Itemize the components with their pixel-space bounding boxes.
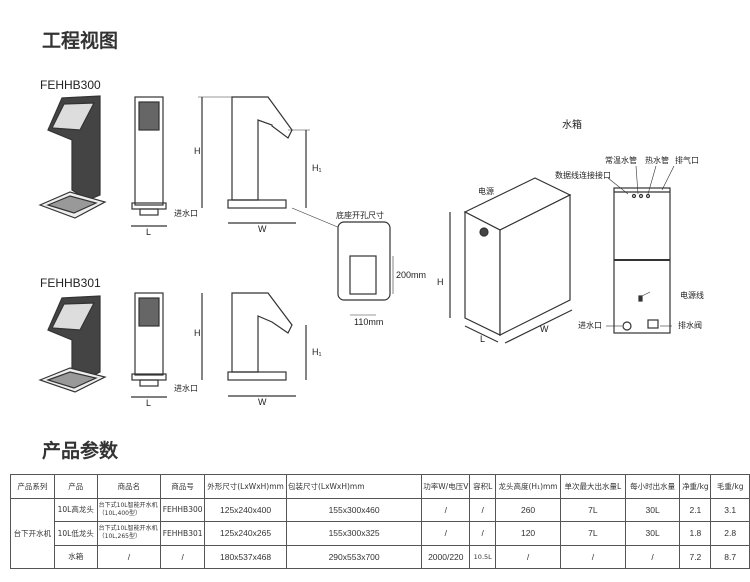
- dim-w-1: W: [258, 224, 267, 234]
- header-cell: 商品名: [96, 474, 162, 499]
- power-cord-label: 电源线: [680, 291, 704, 300]
- table-cell: 180x537x468: [204, 544, 287, 569]
- table-cell: 10.5L: [469, 544, 497, 569]
- table-cell: 7L: [560, 497, 626, 522]
- table-cell: 2000/220: [421, 544, 471, 569]
- table-cell: 1.8: [679, 521, 712, 546]
- tank-dim-h: H: [437, 277, 444, 287]
- header-cell: 龙头高度(H₁)mm: [495, 474, 561, 499]
- table-cell: 155x300x460: [285, 497, 423, 522]
- table-cell: 290x553x700: [285, 544, 423, 569]
- table-cell: 7L: [560, 521, 626, 546]
- table-cell: 125x240x400: [204, 497, 287, 522]
- faucet-3d-low: [38, 295, 107, 393]
- dim-h-2: H: [194, 328, 201, 338]
- header-cell: 产品系列: [10, 474, 55, 499]
- dim-h1-2: H₁: [312, 347, 322, 357]
- header-cell: 外形尺寸(LxWxH)mm: [204, 474, 287, 499]
- table-cell: FEHHB300: [160, 497, 206, 522]
- table-cell: /: [421, 497, 471, 522]
- faucet-3d-high: [38, 95, 107, 219]
- cutout-title: 底座开孔尺寸: [336, 211, 384, 220]
- drain-valve-label: 排水阀: [678, 321, 702, 330]
- header-cell: 毛重/kg: [710, 474, 750, 499]
- engineering-drawing: [38, 95, 675, 398]
- header-cell: 净重/kg: [679, 474, 712, 499]
- table-cell: FEHHB301: [160, 521, 206, 546]
- table-cell: 155x300x325: [285, 521, 423, 546]
- tank-inlet-label: 进水口: [578, 321, 602, 330]
- tank-dim-l: L: [480, 334, 486, 344]
- header-cell: 产品: [53, 474, 98, 499]
- cutout-drawing: [337, 221, 394, 316]
- header-cell: 每小时出水量: [624, 474, 681, 499]
- dim-h1-1: H₁: [312, 163, 322, 173]
- table-cell: 2.1: [679, 497, 712, 522]
- dim-l-2: L: [146, 398, 152, 408]
- table-cell: /: [160, 544, 206, 569]
- faucet-front-low: [131, 292, 167, 398]
- inlet-label-1: 进水口: [174, 209, 198, 218]
- table-cell: 3.1: [710, 497, 750, 522]
- table-cell: /: [560, 544, 626, 569]
- table-cell: /: [495, 544, 561, 569]
- vent-label: 排气口: [675, 156, 699, 165]
- header-cell: 商品号: [160, 474, 206, 499]
- series-cell: 台下开水机: [10, 497, 55, 569]
- header-cell: 包装尺寸(LxWxH)mm: [285, 474, 423, 499]
- dim-h-1: H: [194, 146, 201, 156]
- table-cell: 260: [495, 497, 561, 522]
- table-header-row: 产品系列 产品 商品名 商品号 外形尺寸(LxWxH)mm 包装尺寸(LxWxH…: [10, 474, 750, 499]
- table-cell: /: [421, 521, 471, 546]
- table-row: 10L低龙头 台下式10L智能开水机（10L,265型） FEHHB301 12…: [11, 521, 750, 546]
- table-cell: 台下式10L智能开水机（10L,265型）: [96, 521, 162, 546]
- model-label-1: FEHHB300: [40, 78, 101, 92]
- table-cell: 30L: [624, 497, 681, 522]
- params-title: 产品参数: [42, 440, 119, 462]
- inlet-label-2: 进水口: [174, 384, 198, 393]
- hot-pipe-label: 热水管: [645, 156, 669, 165]
- table-row: 水箱 / / 180x537x468 290x553x700 2000/220 …: [11, 544, 750, 569]
- table-cell: /: [96, 544, 162, 569]
- tank-power-label: 电源: [478, 187, 494, 196]
- table-cell: /: [469, 521, 497, 546]
- table-cell: 10L高龙头: [53, 497, 98, 522]
- table-cell: /: [469, 497, 497, 522]
- faucet-front-high: [131, 96, 167, 227]
- tank-dim-w: W: [540, 324, 549, 334]
- dim-w-2: W: [258, 397, 267, 407]
- table-cell: 8.7: [710, 544, 750, 569]
- table-cell: 10L低龙头: [53, 521, 98, 546]
- table-cell: 30L: [624, 521, 681, 546]
- tank-title: 水箱: [562, 120, 582, 131]
- table-cell: 2.8: [710, 521, 750, 546]
- model-label-2: FEHHB301: [40, 276, 101, 290]
- header-cell: 容积L: [469, 474, 497, 499]
- tank-3d: [449, 177, 573, 344]
- faucet-side-low: [201, 292, 307, 397]
- dim-l-1: L: [146, 227, 152, 237]
- table-cell: /: [624, 544, 681, 569]
- header-cell: 功率W/电压V: [421, 474, 471, 499]
- data-port-label: 数据线连接接口: [555, 171, 611, 180]
- normal-pipe-label: 常温水管: [605, 156, 637, 165]
- table-cell: 7.2: [679, 544, 712, 569]
- faucet-side-high: [198, 96, 341, 229]
- drawing-title: 工程视图: [42, 30, 119, 52]
- cutout-height: 200mm: [396, 270, 427, 280]
- table-cell: 125x240x265: [204, 521, 287, 546]
- tank-front: [606, 165, 675, 334]
- table-row: 台下开水机 10L高龙头 台下式10L智能开水机（10L,400型） FEHHB…: [10, 497, 750, 569]
- table-cell: 水箱: [53, 544, 98, 569]
- table-cell: 台下式10L智能开水机（10L,400型）: [96, 497, 162, 522]
- header-cell: 单次最大出水量L: [560, 474, 626, 499]
- cutout-width: 110mm: [354, 317, 384, 327]
- product-params-table: 产品系列 产品 商品名 商品号 外形尺寸(LxWxH)mm 包装尺寸(LxWxH…: [10, 474, 750, 569]
- table-cell: 120: [495, 521, 561, 546]
